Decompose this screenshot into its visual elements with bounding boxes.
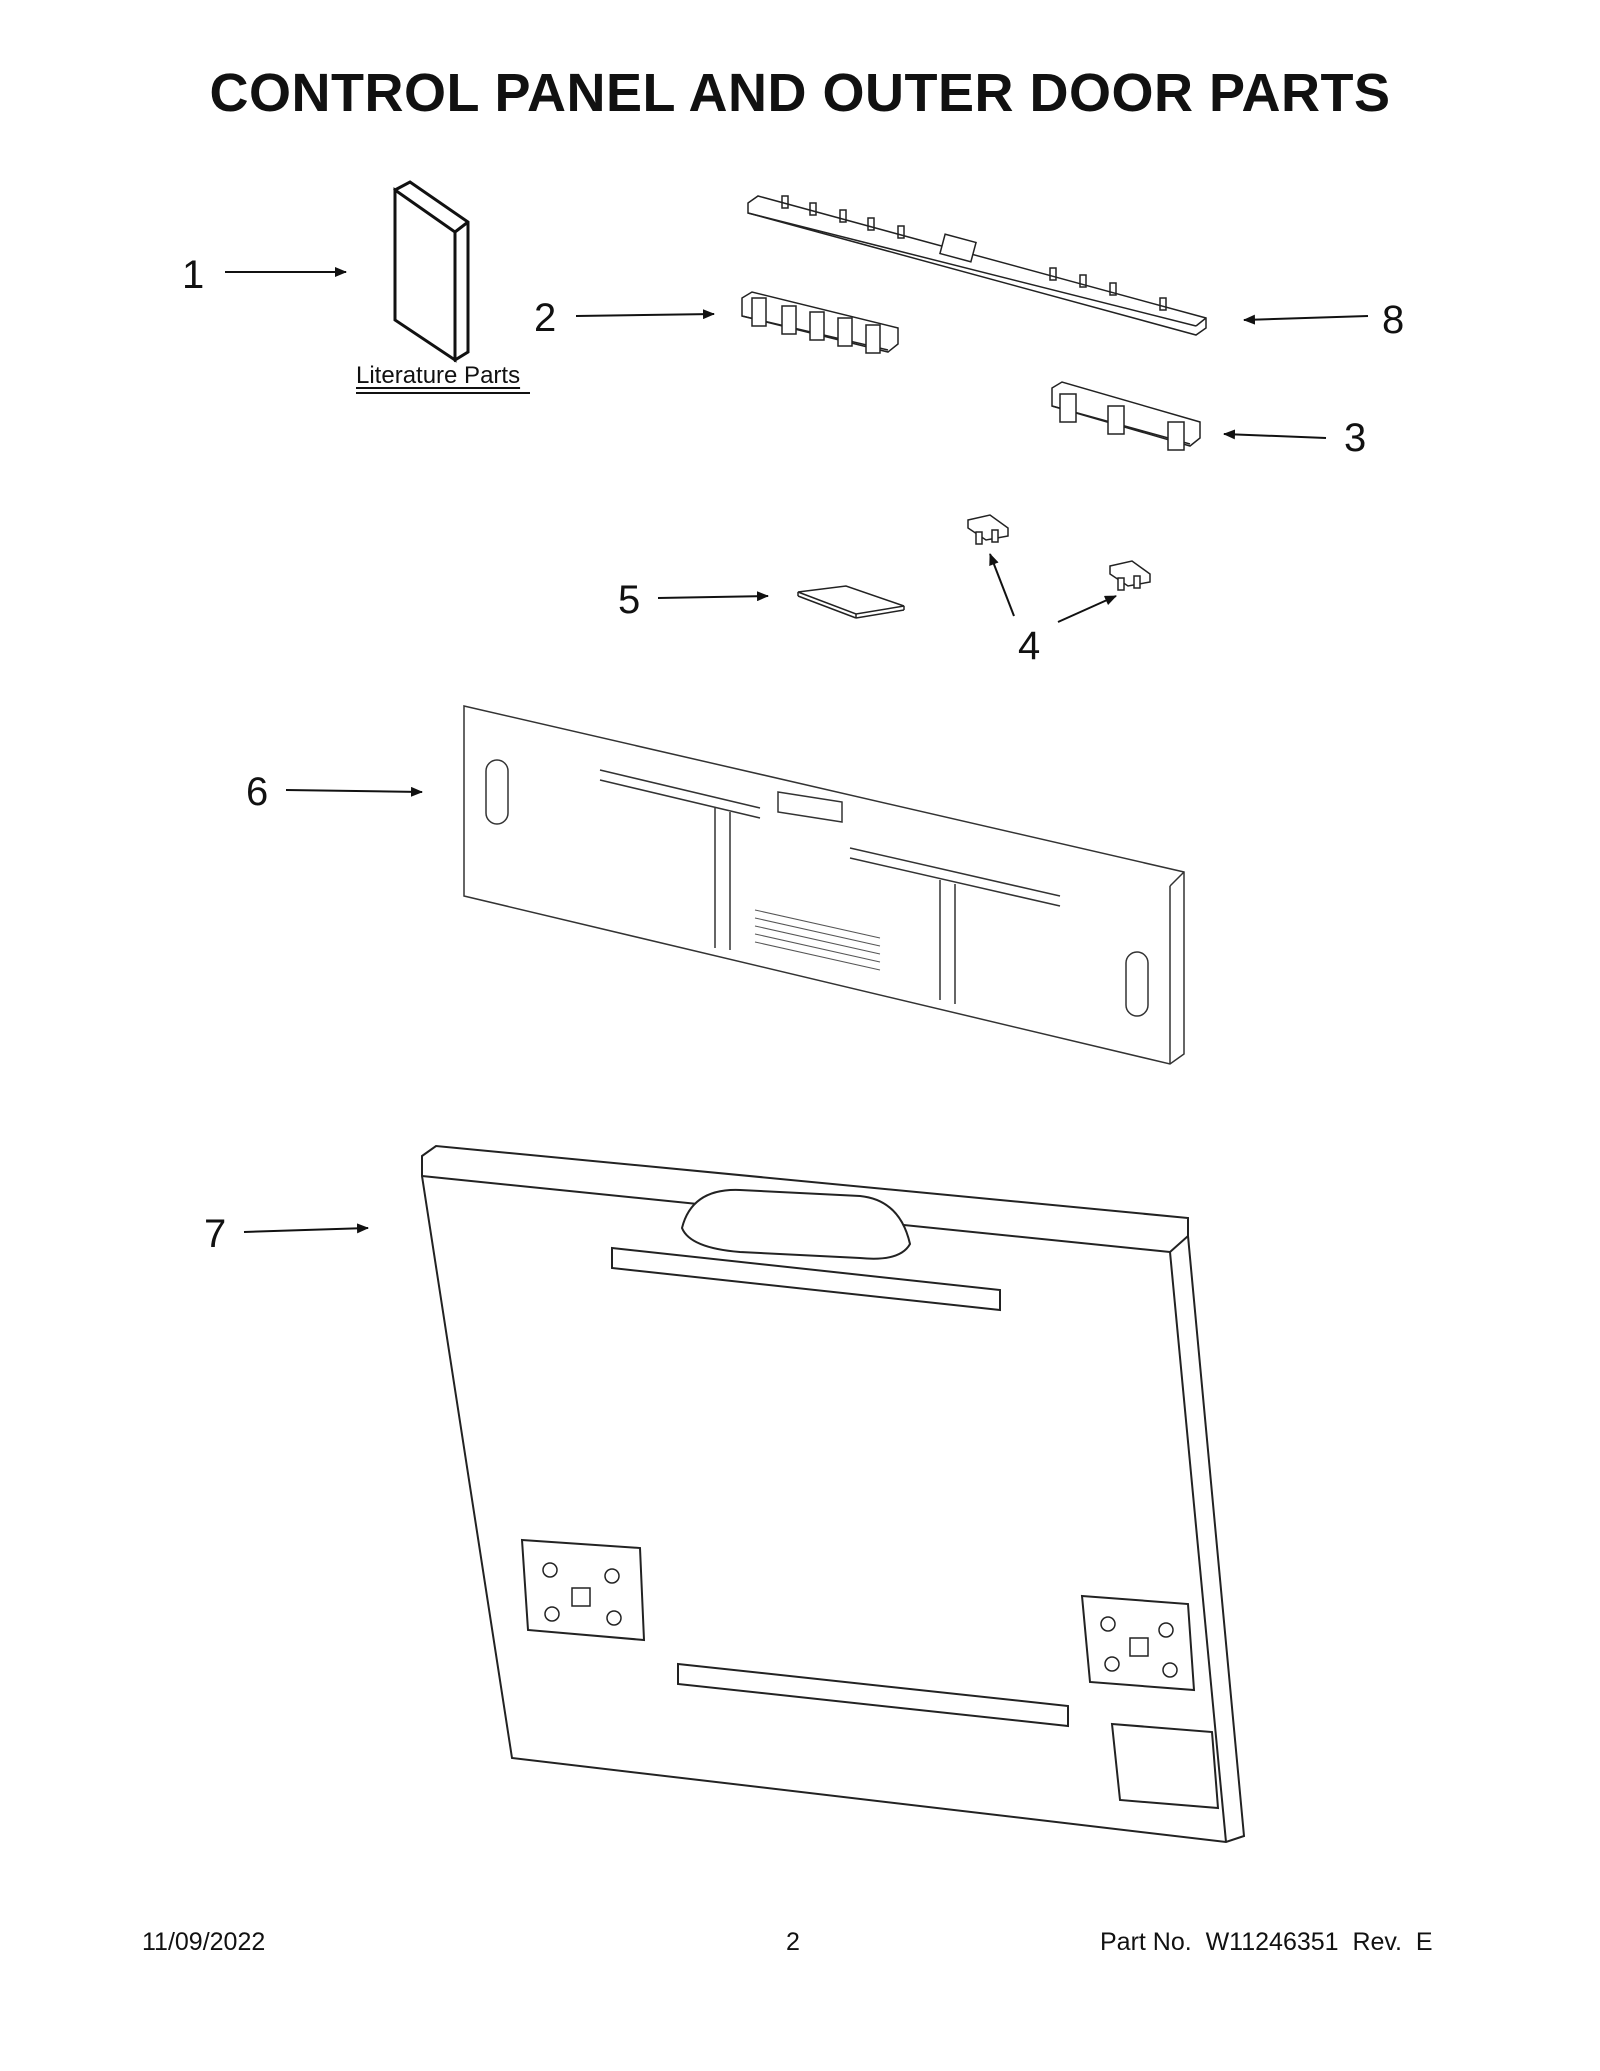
callout-arrows (225, 267, 1369, 1234)
literature-booklet-part (393, 180, 470, 363)
footer-date: 11/09/2022 (142, 1928, 266, 1956)
button-bracket-right-part (1051, 381, 1201, 451)
button-bracket-left-part (741, 291, 899, 354)
callout-8: 8 (1382, 298, 1405, 342)
callout-7: 7 (204, 1212, 227, 1256)
outer-door-panel-part (421, 1144, 1246, 1844)
arrow-5 (657, 591, 769, 602)
control-panel-housing-part (463, 705, 1185, 1065)
foam-pad-part (797, 585, 905, 619)
callout-6: 6 (246, 770, 269, 814)
arrow-8 (1243, 314, 1369, 325)
callout-1: 1 (182, 253, 205, 297)
arrow-4a (989, 553, 1015, 617)
control-board-part (747, 195, 1207, 336)
footer-page-number: 2 (786, 1928, 800, 1956)
arrow-7 (243, 1223, 369, 1234)
clip-parts (967, 514, 1151, 591)
page-title: CONTROL PANEL AND OUTER DOOR PARTS (209, 63, 1391, 123)
arrow-6 (285, 786, 423, 797)
literature-parts-label: Literature Parts (356, 362, 521, 389)
callout-3: 3 (1344, 416, 1367, 460)
callout-5: 5 (618, 578, 641, 622)
arrow-3 (1223, 429, 1327, 440)
arrow-2 (575, 309, 715, 320)
callout-4: 4 (1018, 624, 1041, 668)
footer-part-number: Part No. W11246351 Rev. E (1100, 1928, 1433, 1956)
arrow-4b (1057, 595, 1117, 623)
callout-2: 2 (534, 296, 557, 340)
